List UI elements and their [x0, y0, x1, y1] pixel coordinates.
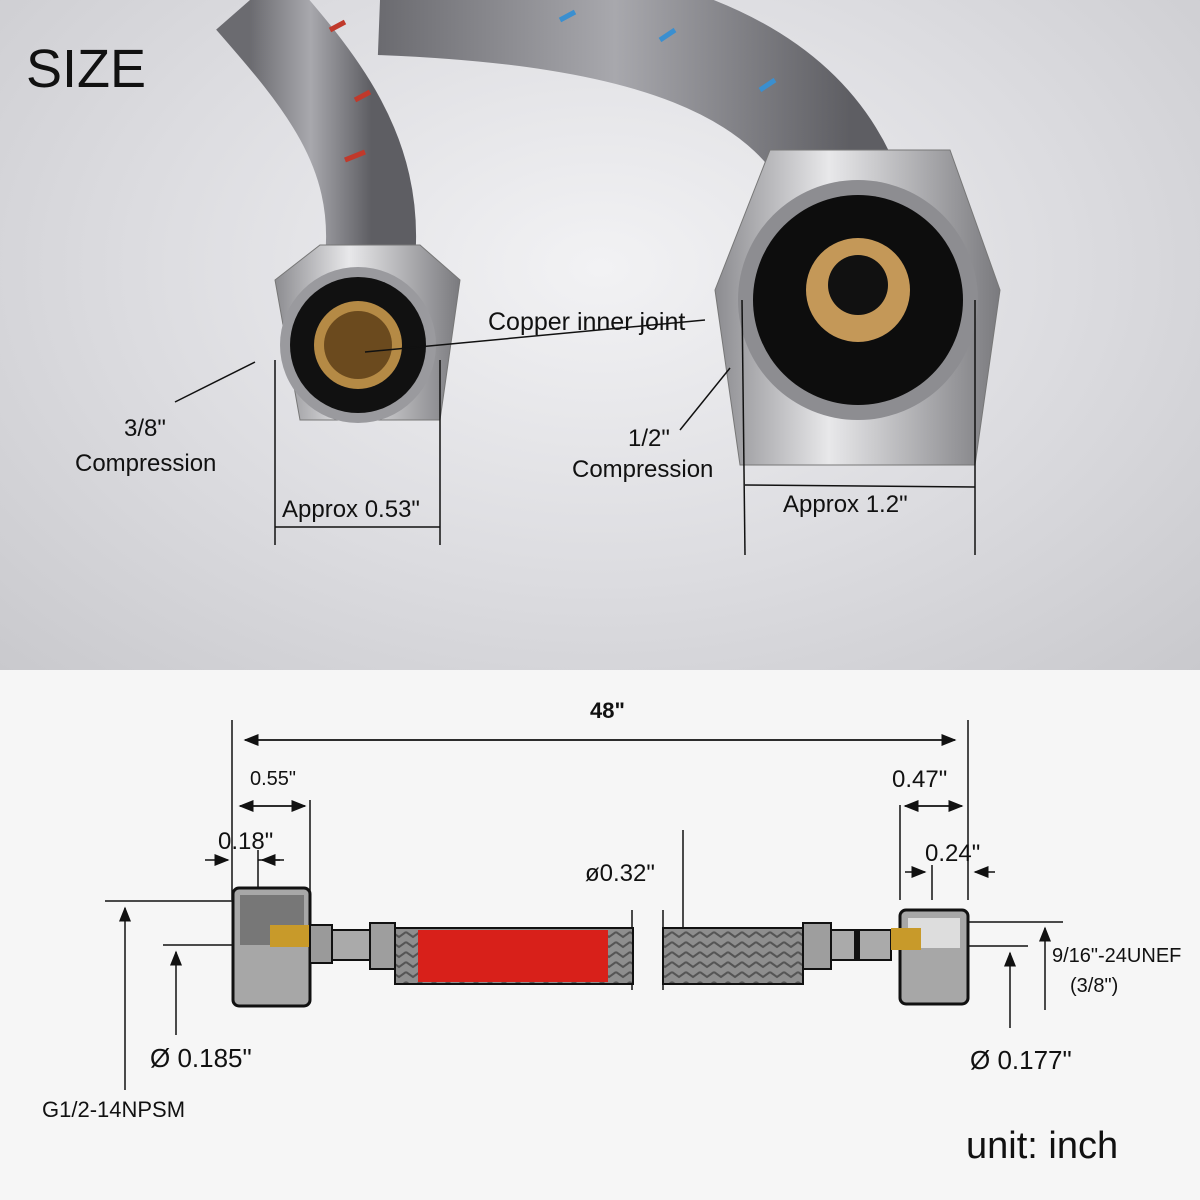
right-hose — [377, 0, 902, 220]
left-nut-length-label: 0.55" — [250, 768, 297, 790]
left-hose — [216, 0, 417, 265]
small-size-label: 3/8" — [124, 415, 166, 442]
right-nut-length-label: 0.47" — [892, 766, 948, 793]
large-width-label: Approx 1.2" — [783, 491, 908, 518]
left-thread-depth-label: 0.18" — [218, 828, 274, 855]
right-bore-diameter-label: Ø 0.177" — [970, 1045, 1072, 1075]
left-bore-diameter-label: Ø 0.185" — [150, 1043, 252, 1073]
unit-label: unit: inch — [966, 1125, 1119, 1167]
right-thread-spec-label: 9/16"-24UNEF — [1052, 945, 1182, 967]
overall-length-label: 48" — [590, 698, 625, 723]
page-title: SIZE — [26, 39, 147, 99]
left-thread-spec-label: G1/2-14NPSM — [42, 1097, 186, 1122]
product-photo: SIZE Copper inner joint 3/8" Compression… — [0, 0, 1200, 670]
right-thread-spec-sub-label: (3/8") — [1070, 975, 1119, 997]
hose-diameter-label: ø0.32" — [585, 860, 655, 887]
hose-schematic — [105, 720, 1063, 1090]
large-size-label: 1/2" — [628, 425, 670, 452]
inner-joint-label: Copper inner joint — [488, 308, 686, 336]
small-width-label: Approx 0.53" — [282, 496, 420, 523]
hose-photo-illustration — [174, 0, 1001, 556]
right-thread-depth-label: 0.24" — [925, 840, 981, 867]
small-type-label: Compression — [75, 450, 217, 477]
red-sleeve — [418, 930, 608, 982]
large-type-label: Compression — [572, 456, 714, 483]
technical-drawing: 48" 0.55" 0.18" ø0.32" 0.47" 0.24" 9/16"… — [0, 670, 1200, 1200]
